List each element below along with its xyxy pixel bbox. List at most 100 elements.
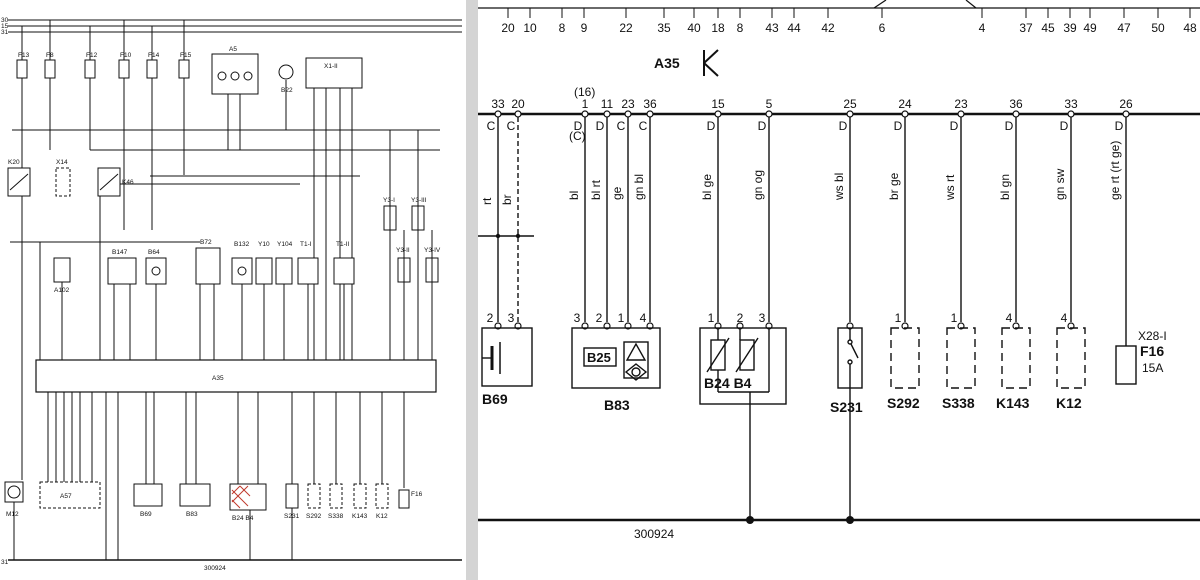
top-number: 47: [1117, 21, 1131, 35]
component-k12-symbol: [1056, 327, 1086, 389]
edge-label-15: 15: [1, 23, 9, 30]
connector-letter: C: [507, 119, 516, 133]
wire-label: bl rt: [589, 179, 603, 200]
fuse-f16-symbol: [1115, 345, 1137, 385]
connector-number: 24: [898, 97, 912, 111]
component-label-s231: S231: [284, 513, 300, 520]
edge-label-31-bottom: 31: [1, 559, 9, 566]
pin-label: 3: [574, 311, 581, 325]
top-number: 48: [1183, 21, 1197, 35]
component-label-b72: B72: [200, 239, 212, 246]
component-label-s338: S338: [942, 395, 975, 411]
wire-label: rt: [480, 197, 494, 205]
module-label-a35: A35: [654, 55, 680, 71]
component-label-t1-i: T1-I: [300, 241, 312, 248]
component-label-k143: K143: [996, 395, 1030, 411]
component-label-s292: S292: [306, 513, 322, 520]
fuse-label-f12: F12: [86, 52, 98, 59]
connector-letter: D: [758, 119, 767, 133]
fuse-label-f10: F10: [120, 52, 132, 59]
component-label-a5: A5: [229, 46, 237, 53]
pane-divider[interactable]: [466, 0, 478, 580]
fuse-label-f16-small: F16: [411, 491, 423, 498]
connector-number: 23: [621, 97, 635, 111]
component-label-k12: K12: [1056, 395, 1082, 411]
edge-label-30: 30: [1, 17, 9, 24]
detail-diagram: 20 10 8 9 22 35 40 18 8 43 44 42 6 4 37 …: [478, 0, 1200, 541]
connector-number: 36: [643, 97, 657, 111]
edge-label-31: 31: [1, 29, 9, 36]
top-number: 43: [765, 21, 779, 35]
component-label-k12: K12: [376, 513, 388, 520]
top-number: 49: [1083, 21, 1097, 35]
pin-label: 3: [508, 311, 515, 325]
top-number: 40: [687, 21, 701, 35]
top-numbers: 20 10 8 9 22 35 40 18 8 43 44 42 6 4 37 …: [501, 21, 1197, 35]
fuse-label-f13: F13: [18, 52, 30, 59]
wire-label: ws rt: [943, 174, 957, 201]
connector-letter: D: [574, 119, 583, 133]
component-label-b64: B64: [148, 249, 160, 256]
top-number: 8: [737, 21, 744, 35]
connector-letter: D: [950, 119, 959, 133]
pin-label: 1: [708, 311, 715, 325]
component-label-b132: B132: [234, 241, 250, 248]
component-label-a57: A57: [60, 493, 72, 500]
wire-label: bl ge: [700, 174, 714, 200]
connector-number: 11: [601, 97, 614, 111]
top-number: 18: [711, 21, 725, 35]
component-label-m12: M12: [6, 511, 19, 518]
fuse-tag-x28-i: X28-I: [1138, 329, 1167, 343]
component-b24-b4-symbol: [699, 327, 787, 520]
top-number: 9: [581, 21, 588, 35]
connector-number: 15: [711, 97, 725, 111]
parenthetical-16: (16): [574, 85, 595, 99]
connector-number: 36: [1009, 97, 1023, 111]
bus-label-a35: A35: [212, 375, 224, 382]
fuse-label-f14: F14: [148, 52, 160, 59]
component-label-k46: K46: [122, 179, 134, 186]
wire-label: ge: [610, 186, 624, 200]
top-number: 37: [1019, 21, 1033, 35]
connector-number: 25: [843, 97, 857, 111]
connector-letter: D: [596, 119, 605, 133]
wire-label: ws bl: [832, 173, 846, 201]
connector-letter: C: [617, 119, 626, 133]
pin-label: 2: [487, 311, 494, 325]
pin-label: 4: [1006, 311, 1013, 325]
top-number: 45: [1041, 21, 1055, 35]
pin-label: 3: [759, 311, 766, 325]
connector-number: 20: [511, 97, 525, 111]
fuse-label-f8: F8: [46, 52, 54, 59]
wire-label: gn sw: [1053, 168, 1067, 200]
wire-label: bl gn: [998, 174, 1012, 200]
connector-number: 5: [766, 97, 773, 111]
connector-letter: D: [1115, 119, 1124, 133]
connector-letter: C: [639, 119, 648, 133]
component-label-y3-i: Y3-I: [383, 197, 395, 204]
wire-label: gn og: [751, 170, 765, 200]
connector-number: 1: [582, 97, 589, 111]
pin-label: 1: [895, 311, 902, 325]
component-label-b147: B147: [112, 249, 128, 256]
schematic-overview-pane[interactable]: 30 15 31 31 F13 F8 F12 F10 F14 F15 A5 B2…: [0, 0, 466, 580]
component-label-y104: Y104: [277, 241, 293, 248]
pin-label: 4: [1061, 311, 1068, 325]
component-label-b69: B69: [140, 511, 152, 518]
component-label-y3-iii: Y3-III: [411, 197, 427, 204]
top-number: 6: [879, 21, 886, 35]
wire-label: ge rt (rt ge): [1108, 141, 1122, 200]
connector-letter: D: [1005, 119, 1014, 133]
pin-label: 1: [951, 311, 958, 325]
doc-number-left: 300924: [204, 565, 226, 572]
overview-diagram: 30 15 31 31 F13 F8 F12 F10 F14 F15 A5 B2…: [1, 17, 462, 572]
transistor-icon: [703, 49, 719, 77]
component-label-b22: B22: [281, 87, 293, 94]
component-label-k143: K143: [352, 513, 368, 520]
connector-letter: D: [894, 119, 903, 133]
doc-number-right: 300924: [634, 527, 674, 541]
schematic-detail-pane[interactable]: 20 10 8 9 22 35 40 18 8 43 44 42 6 4 37 …: [478, 0, 1200, 580]
connector-number: 26: [1119, 97, 1133, 111]
pin-label: 4: [640, 311, 647, 325]
